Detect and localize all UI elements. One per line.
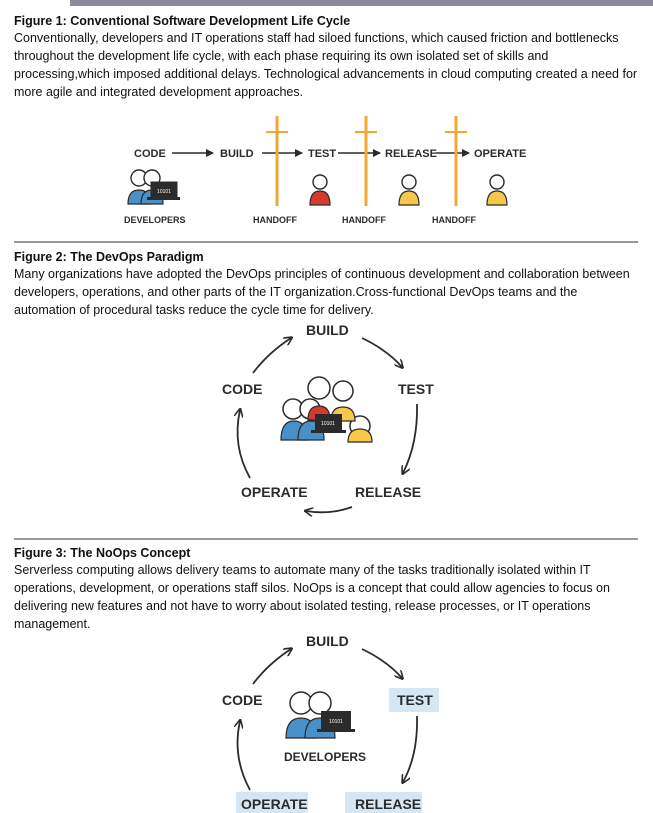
arrow-operate-code [238,410,251,479]
handoff-bar-2 [355,116,377,206]
handoff-bar-1 [266,116,288,206]
cycle-label-code: CODE [222,381,262,397]
top-border [0,0,653,8]
cycle-label-build: BUILD [306,633,349,649]
arrow-operate-code [238,721,251,791]
figure3-diagram: BUILD CODE TEST OPERATE RELEASE DEVELOPE… [222,633,439,813]
arrow-test-release [403,403,418,473]
test-highlight [389,688,439,712]
developers-icon: 10101 [285,691,355,739]
cycle-label-operate: OPERATE [241,484,308,500]
figure3-description: Serverless computing allows delivery tea… [14,563,610,631]
stage-build: BUILD [220,148,254,160]
handoff-label-2: HANDOFF [342,215,386,225]
cycle-label-code: CODE [222,692,262,708]
operations-person-icon [486,174,508,206]
stage-test: TEST [308,148,336,160]
figure2-title: Figure 2: The DevOps Paradigm [14,250,204,264]
figure1-caption: Figure 1: Conventional Software Developm… [14,14,639,101]
cycle-label-test: TEST [397,692,433,708]
developers-label: DEVELOPERS [284,750,366,764]
figure2-description: Many organizations have adopted the DevO… [14,267,630,317]
cycle-label-build: BUILD [306,322,349,338]
stage-code: CODE [134,148,166,160]
arrow-release-operate [306,506,353,512]
devops-team-icon: 10101 [280,376,373,443]
arrow-code-build [252,649,291,685]
cycle-label-release: RELEASE [355,796,421,812]
release-person-icon [398,174,420,206]
arrow-test-release [403,715,418,782]
arrow-code-build [252,338,291,374]
developers-icon: 10101 [127,169,180,205]
stage-release: RELEASE [385,148,437,160]
arrow-build-test [361,337,402,367]
handoff-label-3: HANDOFF [432,215,476,225]
handoff-label-1: HANDOFF [253,215,297,225]
cycle-label-test: TEST [398,381,434,397]
developers-label: DEVELOPERS [124,215,186,225]
operate-highlight [236,792,308,813]
divider-2 [14,538,638,540]
figure3-caption: Figure 3: The NoOps Concept Serverless c… [14,546,639,633]
laptop-code: 10101 [329,719,343,725]
release-highlight [345,792,422,813]
figure1-description: Conventionally, developers and IT operat… [14,31,638,99]
stage-operate: OPERATE [474,148,526,160]
handoff-bar-3 [445,116,467,206]
arrow-build-test [361,648,402,678]
cycle-label-release: RELEASE [355,484,421,500]
cycle-label-operate: OPERATE [241,796,308,812]
figure2-diagram: BUILD CODE TEST OPERATE RELEASE 10101 [222,322,434,523]
laptop-code: 10101 [321,421,335,427]
figure2-caption: Figure 2: The DevOps Paradigm Many organ… [14,250,639,319]
figure3-title: Figure 3: The NoOps Concept [14,546,191,560]
laptop-code: 10101 [157,189,171,195]
divider-1 [14,241,638,243]
tester-icon [309,174,331,206]
figure1-title: Figure 1: Conventional Software Developm… [14,14,351,28]
figure1-diagram: CODE BUILD TEST RELEASE OPERATE 10101 DE… [124,116,526,225]
